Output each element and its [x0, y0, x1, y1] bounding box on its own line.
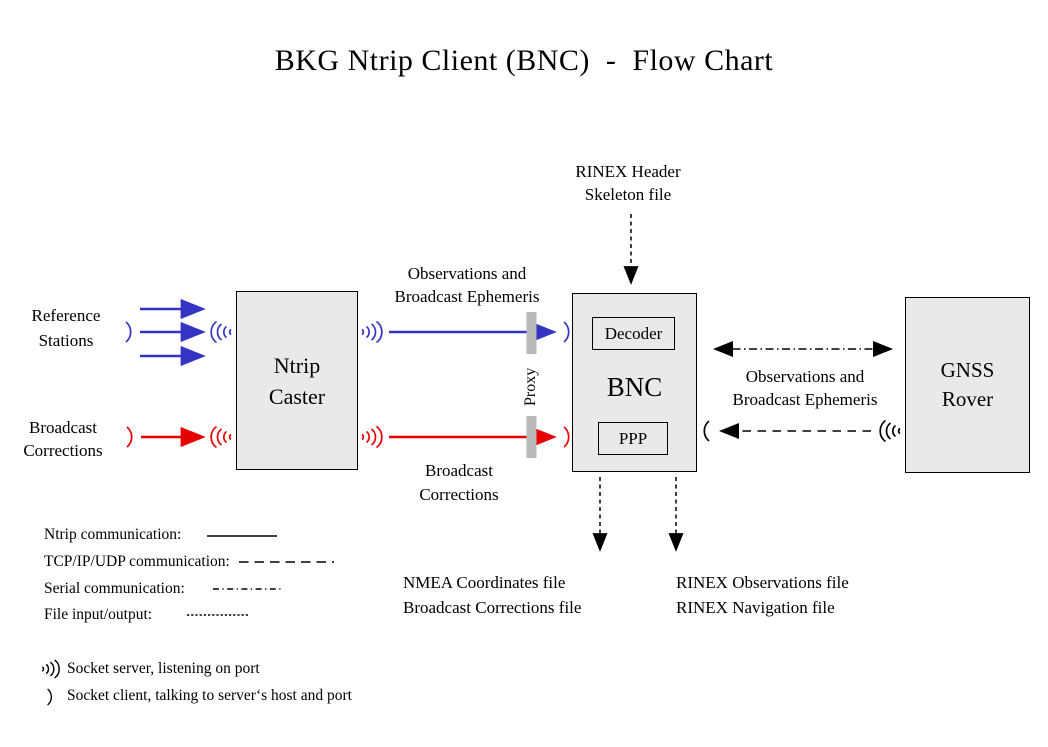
legend-ntrip-label: Ntrip communication: [44, 526, 182, 543]
rinex-output-files-label: RINEX Observations file RINEX Navigation… [676, 573, 849, 617]
rinex-header-skeleton-label: RINEX Header Skeleton file [575, 162, 681, 204]
legend-socket-server-label: Socket server, listening on port [67, 660, 260, 677]
legend-file-label: File input/output: [44, 606, 153, 623]
broadcast-corrections-mid-label: Broadcast Corrections [419, 461, 499, 504]
legend-socket-client-label: Socket client, talking to server‘s host … [67, 687, 352, 704]
socket-server-icon [361, 425, 383, 449]
reference-stations-label: Reference Stations [31, 306, 101, 350]
bnc-label: BNC [606, 372, 663, 402]
proxy-label: Proxy [522, 367, 539, 407]
socket-client-icon [563, 321, 570, 343]
observations-ephemeris-label: Observations and Broadcast Ephemeris [394, 264, 540, 306]
nmea-output-files-label: NMEA Coordinates file Broadcast Correcti… [403, 573, 582, 617]
legend-serial-label: Serial communication: [44, 580, 185, 597]
socket-server-icon [361, 320, 383, 344]
decoder-box: Decoder [592, 317, 675, 350]
reference-station-arrows [140, 298, 206, 367]
socket-client-icon [703, 420, 710, 442]
socket-server-icon [210, 320, 232, 344]
socket-server-icon [210, 425, 232, 449]
socket-server-icon [879, 419, 901, 443]
socket-client-icon [126, 426, 133, 448]
page-title: BKG Ntrip Client (BNC) - Flow Chart [274, 44, 774, 77]
gnss-rover-box: GNSS Rover [905, 297, 1030, 473]
ntrip-caster-box: Ntrip Caster [236, 291, 358, 470]
broadcast-corrections-label: Broadcast Corrections [23, 418, 103, 460]
legend-tcp-label: TCP/IP/UDP communication: [44, 553, 230, 570]
socket-client-icon [125, 321, 132, 343]
socket-client-icon [563, 426, 570, 448]
proxy-bar [526, 416, 537, 458]
observations-ephemeris-right-label: Observations and Broadcast Ephemeris [732, 367, 878, 409]
legend-socket-server-icon [41, 659, 60, 679]
proxy-bar [526, 312, 537, 354]
ppp-box: PPP [598, 422, 668, 455]
legend-socket-client-icon [46, 688, 53, 706]
